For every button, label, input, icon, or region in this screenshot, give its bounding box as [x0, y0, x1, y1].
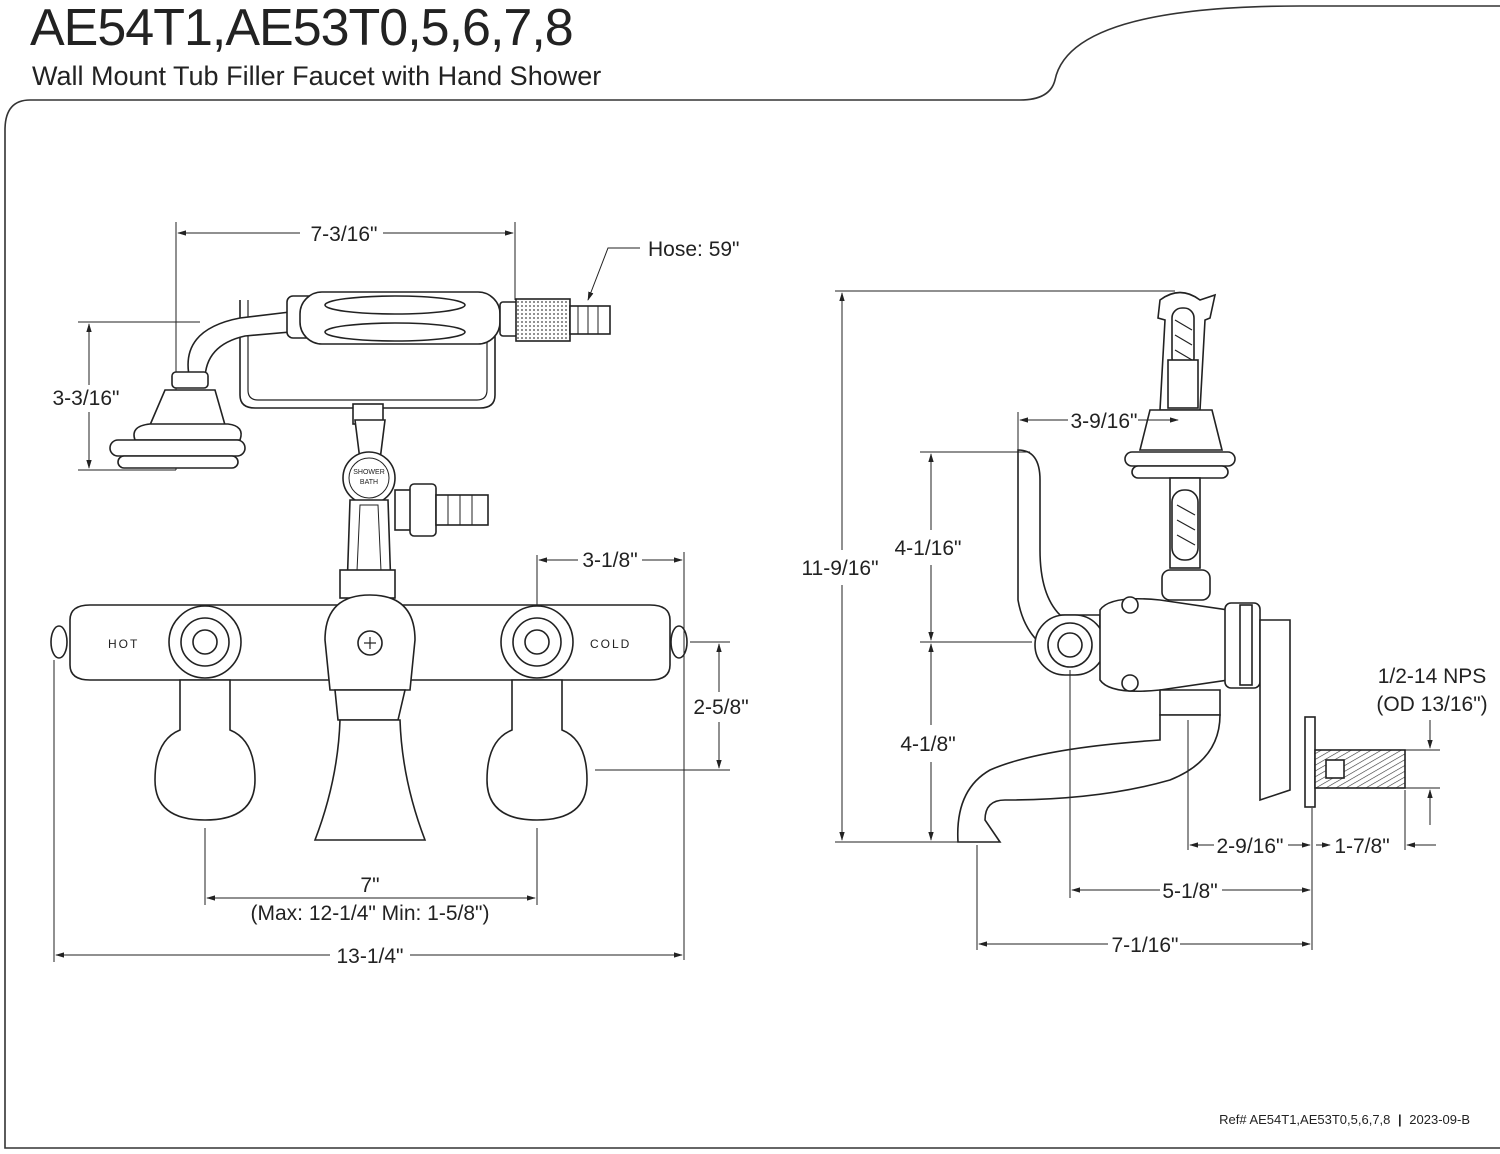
front-view	[50, 222, 730, 962]
dim-thread-length: 1-7/8"	[1334, 835, 1389, 858]
dim-spout-reach: 7-1/16"	[1112, 934, 1179, 957]
label-shower: SHOWER	[353, 469, 385, 476]
dim-upper-height: 4-1/16"	[895, 537, 962, 560]
dim-overall-width: 13-1/4"	[337, 945, 404, 968]
dim-center-projection: 5-1/8"	[1162, 880, 1217, 903]
reference-separator: |	[1398, 1112, 1402, 1127]
dim-cradle-width: 7-3/16"	[311, 223, 378, 246]
product-subtitle: Wall Mount Tub Filler Faucet with Hand S…	[32, 61, 602, 91]
dim-spread-range: (Max: 12-1/4" Min: 1-5/8")	[251, 902, 490, 925]
revision-code: 2023-09-B	[1409, 1112, 1470, 1127]
reference-number: Ref# AE54T1,AE53T0,5,6,7,8	[1219, 1112, 1391, 1127]
dim-overall-height: 11-9/16"	[801, 557, 878, 580]
side-view	[835, 290, 1440, 950]
dim-hose-length: Hose: 59"	[648, 238, 740, 261]
model-numbers-title: AE54T1,AE53T0,5,6,7,8	[30, 0, 574, 57]
dim-handshower-height: 3-3/16"	[53, 387, 120, 410]
dim-center-spread: 7"	[360, 874, 379, 897]
dim-handle-offset: 3-1/8"	[582, 549, 637, 572]
dim-body-depth: 2-9/16"	[1217, 835, 1284, 858]
dim-spout-to-shower: 3-9/16"	[1071, 410, 1138, 433]
label-hot: HOT	[108, 637, 139, 651]
dim-handle-height: 2-5/8"	[693, 696, 748, 719]
dim-connection-od: (OD 13/16")	[1376, 693, 1487, 716]
label-cold: COLD	[590, 637, 631, 651]
dim-connection: 1/2-14 NPS	[1378, 665, 1487, 688]
reference-footer: Ref# AE54T1,AE53T0,5,6,7,8 | 2023-09-B	[1219, 1112, 1470, 1127]
dim-lower-height: 4-1/8"	[900, 733, 955, 756]
label-bath: BATH	[360, 479, 378, 486]
page-frame	[4, 5, 1500, 1149]
